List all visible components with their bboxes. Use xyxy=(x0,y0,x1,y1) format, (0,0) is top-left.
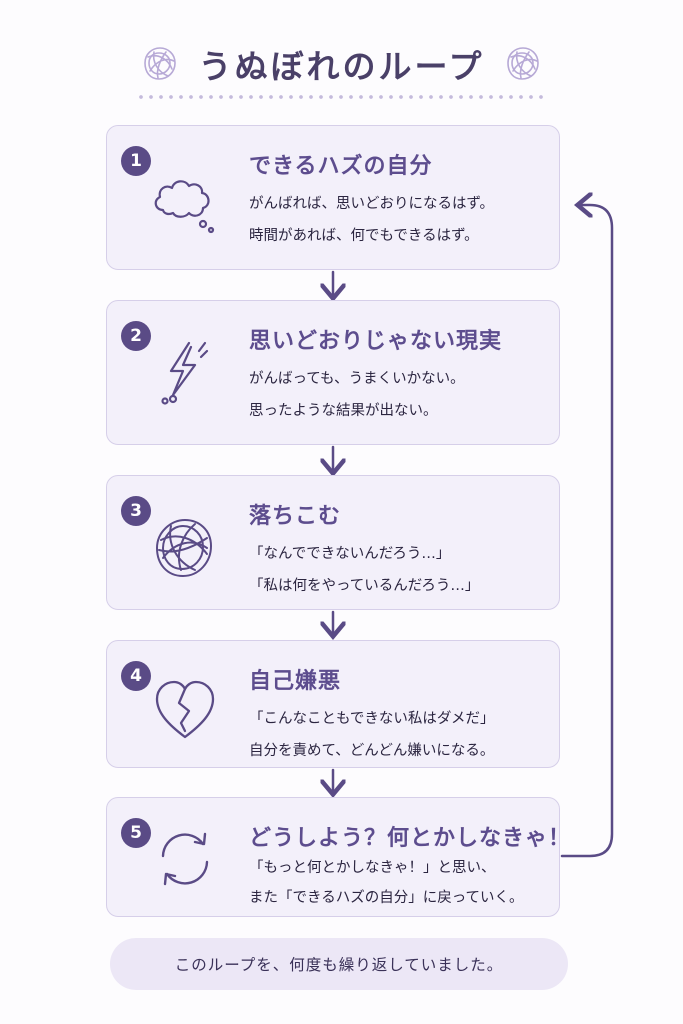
scribble-decoration-icon xyxy=(506,47,539,80)
step-number-badge: 5 xyxy=(121,818,151,848)
step-text: 自分を責めて、どんどん嫌いになる。 xyxy=(249,743,495,759)
step-number-badge: 1 xyxy=(121,146,151,176)
step-title: 落ちこむ xyxy=(249,504,342,529)
step-text: がんばれば、思いどおりになるはず。 xyxy=(249,196,495,212)
title-row: うぬぼれのループ xyxy=(0,36,683,92)
page-title: うぬぼれのループ xyxy=(198,47,485,86)
step-card-2: 2 思いどおりじゃない現実 がんばっても、うまくいかない。 思ったような結果が出… xyxy=(106,300,560,445)
step-text: また「できるハズの自分」に戻っていく。 xyxy=(249,890,524,906)
step-title: どうしよう？何とかしなきゃ！ xyxy=(249,826,572,851)
refresh-cycle-icon xyxy=(161,832,209,886)
scribble-decoration-icon xyxy=(144,47,177,80)
step-number-badge: 2 xyxy=(121,321,151,351)
step-title: 自己嫌悪 xyxy=(249,669,342,694)
step-number-badge: 4 xyxy=(121,661,151,691)
step-card-1: 1 できるハズの自分 がんばれば、思いどおりになるはず。 時間があれば、何でもで… xyxy=(106,125,560,270)
thought-cloud-icon xyxy=(154,180,215,234)
step-text: がんばっても、うまくいかない。 xyxy=(249,371,465,387)
dotted-divider xyxy=(136,95,546,99)
step-text: 「私は何をやっているんだろう…」 xyxy=(249,578,480,594)
step-text: 時間があれば、何でもできるはず。 xyxy=(249,228,479,244)
step-text: 「もっと何とかしなきゃ！」と思い、 xyxy=(249,860,496,876)
loop-back-arrow xyxy=(560,205,614,858)
step-text: 「なんでできないんだろう…」 xyxy=(249,546,451,562)
step-card-5: 5 どうしよう？何とかしなきゃ！ 「もっと何とかしなきゃ！」と思い、 また「でき… xyxy=(106,797,570,917)
step-title: 思いどおりじゃない現実 xyxy=(249,329,503,354)
step-text: 「こんなこともできない私はダメだ」 xyxy=(249,711,495,727)
footer-note: このループを、何度も繰り返していました。 xyxy=(110,938,568,990)
step-number-badge: 3 xyxy=(121,496,151,526)
lightning-bolt-icon xyxy=(161,341,209,405)
tangled-scribble-icon xyxy=(155,518,213,578)
step-card-4: 4 自己嫌悪 「こんなこともできない私はダメだ」 自分を責めて、どんどん嫌いにな… xyxy=(106,640,560,768)
broken-heart-icon xyxy=(155,680,215,739)
step-title: できるハズの自分 xyxy=(249,154,433,179)
step-text: 思ったような結果が出ない。 xyxy=(249,403,438,419)
step-card-3: 3 落ちこむ 「なんでできないんだろう…」 「私は何をやっているんだろう…」 xyxy=(106,475,560,610)
